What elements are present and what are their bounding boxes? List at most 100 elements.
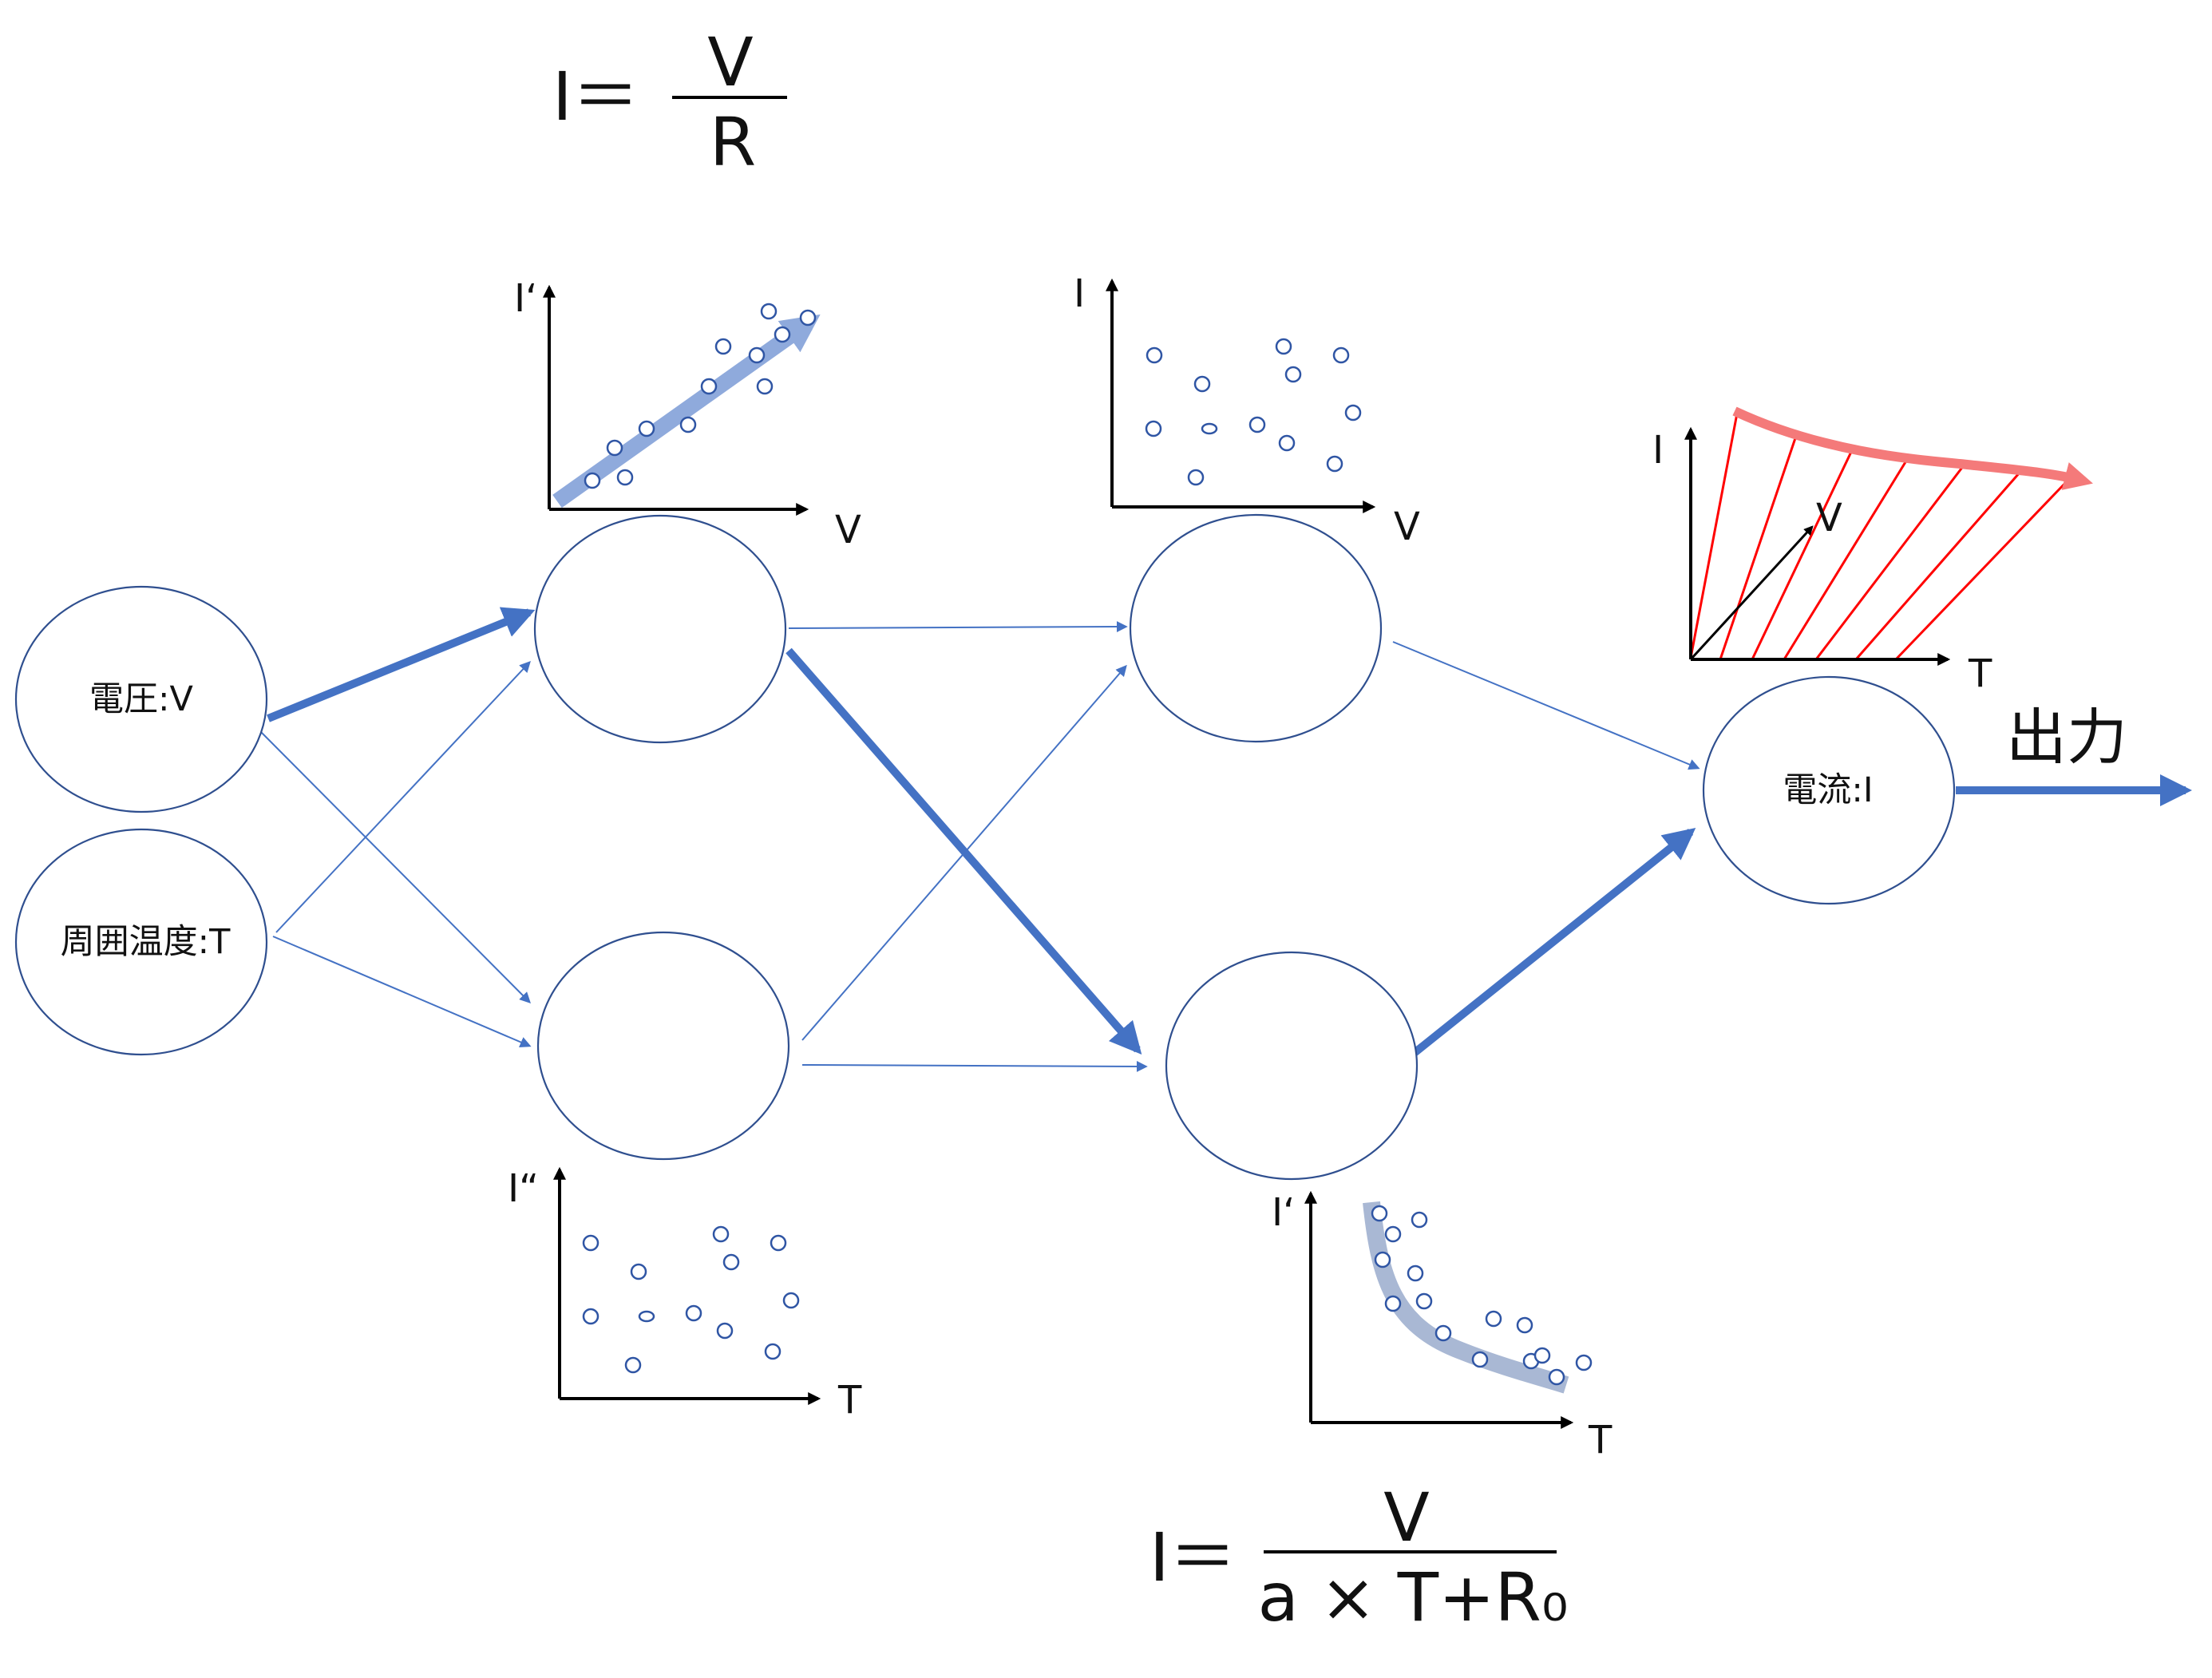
- plot-point: [770, 1234, 787, 1252]
- plot-iv-linear-xlabel: V: [835, 508, 861, 552]
- plot-point: [1278, 434, 1296, 452]
- plot-point: [1332, 346, 1350, 364]
- plot-point: [606, 439, 623, 457]
- edge-voltage-to-h2: [260, 731, 531, 1003]
- formula-ohms-law: I＝ V R: [552, 23, 787, 181]
- plot-point: [1374, 1251, 1391, 1268]
- plot-iv-linear-trend: [552, 314, 821, 509]
- formula-bottom-numerator: V: [1383, 1478, 1429, 1557]
- plot-3d-xlabel: T: [1968, 651, 1992, 696]
- plot-iv-linear: I‘ V: [514, 276, 861, 552]
- plot-point: [799, 309, 817, 326]
- node-input-voltage-label: 電圧:V: [89, 679, 193, 719]
- plot-iv-scatter-ylabel: I: [1074, 271, 1085, 316]
- network-nodes: 電圧:V 周囲温度:T 電流:I 出力: [14, 513, 2127, 1181]
- edge-h1-to-h4-strong: [785, 647, 1142, 1055]
- plot-point: [748, 346, 766, 364]
- plot-it-scatter-points: [582, 1225, 800, 1374]
- plot-iv-scatter-points: [1145, 338, 1362, 486]
- plot-point: [1434, 1324, 1452, 1342]
- plot-point: [1284, 366, 1302, 383]
- plot-it-decay-points: [1371, 1205, 1593, 1386]
- plot-point: [1146, 346, 1163, 364]
- plot-point: [1407, 1264, 1424, 1282]
- plot-point: [1384, 1225, 1402, 1243]
- plot-point: [1371, 1205, 1388, 1222]
- plot-point: [1533, 1347, 1551, 1364]
- plot-it-decay: I‘ T: [1272, 1190, 1613, 1462]
- formula-bottom-denominator: a × T+R₀: [1258, 1558, 1569, 1636]
- plot-point: [1326, 455, 1343, 473]
- edge-temperature-to-h1: [275, 660, 531, 933]
- node-hidden-2: [536, 931, 790, 1161]
- node-output-current: [1702, 675, 1956, 905]
- plot-3d-line: [1783, 457, 1909, 660]
- plot-point: [716, 1322, 734, 1340]
- plot-point: [1548, 1368, 1565, 1386]
- plot-point: [616, 469, 634, 486]
- plot-3d-line: [1814, 465, 1965, 660]
- edge-h4-to-output-strong: [1408, 828, 1696, 1059]
- plot-point: [756, 378, 774, 395]
- edge-h1-to-h3: [788, 621, 1128, 633]
- plot-point: [1411, 1211, 1428, 1229]
- network-edges: [260, 607, 2192, 1072]
- plot-point: [1344, 404, 1362, 421]
- plot-point: [760, 303, 778, 320]
- plot-iv-linear-points: [584, 303, 817, 489]
- plot-it-scatter-ylabel: I“: [508, 1166, 539, 1211]
- plot-point: [1275, 338, 1292, 355]
- plot-point: [782, 1292, 800, 1309]
- plot-point: [700, 378, 718, 395]
- node-input-temperature: [14, 828, 268, 1056]
- plot-point: [1415, 1292, 1433, 1310]
- plot-point: [1516, 1316, 1533, 1334]
- formula-top-numerator: V: [707, 23, 753, 101]
- plot-3d-line: [1751, 449, 1854, 660]
- plot-point: [624, 1356, 642, 1374]
- plot-point: [764, 1343, 782, 1360]
- plot-3d-line: [1894, 477, 2071, 661]
- node-hidden-3: [1129, 513, 1383, 743]
- plot-3d-zlabel: V: [1816, 496, 1842, 540]
- node-output-current-label: 電流:I: [1783, 770, 1873, 810]
- plot-point: [582, 1234, 599, 1252]
- node-hidden-1: [533, 514, 787, 744]
- plot-point: [1187, 469, 1205, 486]
- plot-3d-trend-arrow: [1732, 406, 2093, 490]
- plot-3d-line: [1689, 413, 1739, 659]
- plot-point: [1485, 1310, 1502, 1328]
- plot-iv-scatter: I V: [1074, 271, 1420, 549]
- formula-top-denominator: R: [710, 103, 756, 181]
- plot-point: [638, 1310, 655, 1323]
- plot-point: [1384, 1295, 1402, 1312]
- node-input-temperature-label: 周囲温度:T: [61, 922, 231, 962]
- node-hidden-4: [1165, 951, 1419, 1181]
- plot-point: [1248, 416, 1266, 433]
- plot-3d-z-axis: [1689, 525, 1814, 661]
- formula-top-lhs: I＝: [552, 57, 639, 136]
- formula-temperature-model: I＝ V a × T+R₀: [1150, 1478, 1569, 1636]
- plot-point: [714, 338, 732, 355]
- plot-iv-linear-ylabel: I‘: [514, 276, 537, 321]
- plot-point: [679, 416, 697, 433]
- plot-point: [1471, 1351, 1489, 1368]
- plot-point: [685, 1304, 702, 1322]
- plot-point: [1201, 422, 1218, 435]
- plot-point: [582, 1308, 599, 1325]
- formula-bottom-lhs: I＝: [1150, 1518, 1237, 1597]
- plot-point: [630, 1263, 647, 1280]
- plot-3d-ylabel: I: [1652, 428, 1664, 473]
- plot-3d-surface: I T V: [1652, 406, 2093, 696]
- plot-point: [1575, 1354, 1593, 1371]
- edge-temperature-to-h2: [272, 936, 532, 1048]
- plot-3d-red-lines: [1689, 413, 2071, 661]
- edge-h3-to-output: [1392, 641, 1700, 770]
- plot-it-decay-ylabel: I‘: [1272, 1190, 1295, 1235]
- plot-point: [1193, 375, 1211, 393]
- plot-point: [1145, 420, 1162, 437]
- plot-it-decay-xlabel: T: [1588, 1418, 1613, 1462]
- output-label: 出力: [2006, 702, 2127, 773]
- plot-3d-line: [1719, 435, 1798, 660]
